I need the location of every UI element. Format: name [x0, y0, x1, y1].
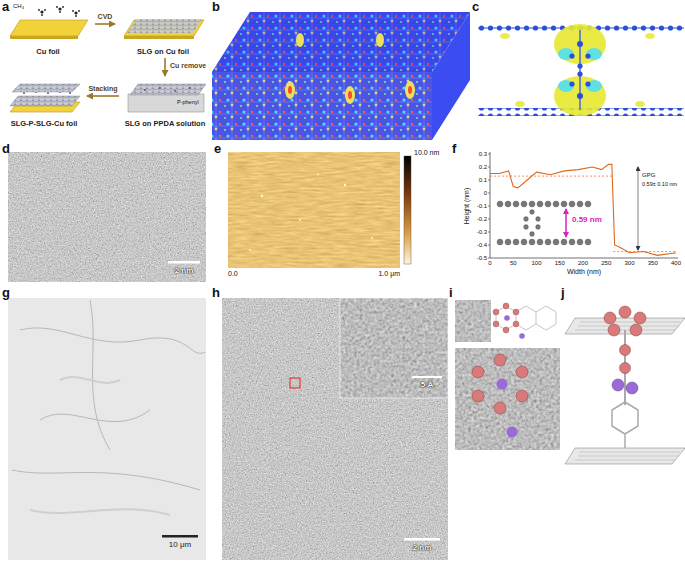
tick-label: 400 [671, 260, 681, 267]
tick-label: 350 [648, 260, 658, 267]
tick-label: 0 [488, 260, 491, 267]
arrow-label: CVD [97, 13, 114, 21]
step-label: SLG on Cu foil [137, 47, 189, 56]
tick-label: 0.3 [479, 151, 487, 158]
process-arrow [164, 58, 166, 76]
cu-foil-figure [10, 6, 88, 39]
atom-overlay [455, 300, 560, 450]
colorbar-label: 10.0 nm [414, 149, 439, 157]
afm-image [228, 152, 400, 268]
tick-label: -0.2 [477, 216, 487, 223]
step-label: SLG on PPDA solution [125, 119, 206, 128]
panel-letter: i [449, 286, 453, 301]
process-arrow [87, 95, 119, 97]
height-profile-chart [488, 152, 678, 258]
scale-label: 2 nm [413, 543, 432, 552]
axis-label: 1.0 μm [378, 270, 400, 278]
tick-label: 300 [624, 260, 634, 267]
afm-specks [249, 173, 373, 251]
process-step: SLG-P-SLG-Cu foil [4, 78, 84, 128]
optical-image [8, 298, 206, 560]
tick-label: 0.1 [479, 177, 487, 184]
tick-label: -0.3 [477, 229, 487, 236]
tick-label: 0 [484, 190, 487, 197]
scale-label: 10 μm [169, 540, 191, 549]
tick-label: -0.5 [477, 255, 487, 262]
part-label: P-phenyl [176, 99, 200, 105]
panel-letter: e [214, 142, 221, 157]
arrow-label: Stacking [87, 85, 118, 93]
tem-image [8, 152, 206, 282]
distance-label: 0.59 nm [572, 215, 602, 224]
annotation: 0.59± 0.10 nm [642, 181, 677, 187]
molecule-density [478, 24, 684, 116]
tick-label: -0.1 [477, 203, 487, 210]
axis-title: Width (nm) [567, 268, 601, 276]
molecular-model [565, 306, 685, 464]
molecule-label: CH₄ [13, 3, 24, 10]
panel-letter: g [2, 286, 10, 301]
scale-bar [168, 261, 200, 264]
stacked-figure [10, 84, 80, 112]
hrtem-image [222, 298, 448, 560]
tick-label: 100 [531, 260, 541, 267]
tick-label: -0.4 [477, 242, 487, 249]
process-arrow [95, 23, 115, 25]
panel-letter: h [212, 286, 220, 301]
step-label: Cu foil [36, 47, 59, 56]
tick-label: 200 [578, 260, 588, 267]
panel-letter: c [472, 0, 479, 15]
process-step: SLG on Cu foil [118, 6, 208, 56]
panel-letter: f [452, 142, 456, 157]
axis-title: Height (nm) [463, 188, 471, 225]
step-label: SLG-P-SLG-Cu foil [11, 119, 78, 128]
axis-label: 0.0 [228, 270, 238, 278]
process-step: Cu foil [4, 6, 92, 56]
annotation: GPG [642, 172, 655, 179]
tick-label: 50 [510, 260, 517, 267]
color-bar [404, 156, 411, 264]
charge-density-slab [212, 12, 470, 140]
tick-label: 250 [601, 260, 611, 267]
scale-label: 5 Å [421, 380, 433, 389]
panel-letter: a [2, 0, 9, 15]
ppda-solution-figure [128, 84, 206, 112]
panel-letter: d [2, 142, 10, 157]
panel-letter: b [212, 0, 220, 15]
tick-label: 0.2 [479, 164, 487, 171]
panel-letter: j [561, 286, 565, 301]
scale-label: 2 nm [175, 266, 194, 275]
arrow-label: Cu remove [169, 62, 207, 70]
tick-label: 150 [555, 260, 565, 267]
slg-on-cu-figure [124, 19, 204, 39]
